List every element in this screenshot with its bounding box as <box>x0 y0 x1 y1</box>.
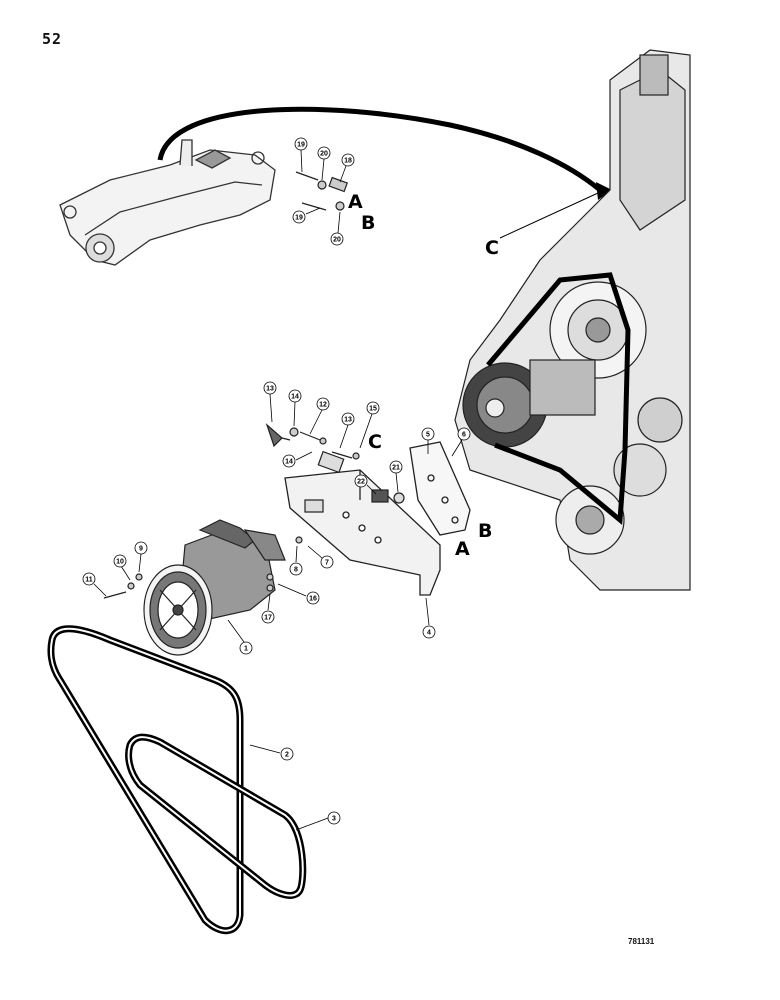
callout-4: 4 <box>427 630 431 637</box>
bracket-4 <box>284 469 441 596</box>
bracket-5 <box>409 441 471 536</box>
fasteners-12-15 <box>265 423 360 460</box>
spacers <box>304 450 405 513</box>
ref-letter-c-bracket: C <box>368 431 382 453</box>
engine-assembly <box>454 49 691 591</box>
callout-19b: 19 <box>295 215 303 222</box>
steering-pump <box>143 519 286 656</box>
callout-8: 8 <box>294 567 298 574</box>
callout-5: 5 <box>426 432 430 439</box>
callout-19a: 19 <box>297 142 305 149</box>
callout-12: 12 <box>319 402 327 409</box>
leader-c-engine <box>499 192 599 239</box>
ref-letter-b-bracket: B <box>478 520 492 542</box>
belt-3 <box>125 733 307 899</box>
ref-letter-c-engine: C <box>485 237 499 259</box>
callout-20a: 20 <box>320 151 328 158</box>
inset-fasteners <box>295 171 348 211</box>
callout-22: 22 <box>357 479 365 486</box>
page-number: 52 <box>42 30 63 48</box>
callout-6: 6 <box>462 432 466 439</box>
callout-1: 1 <box>244 646 248 653</box>
callout-10: 10 <box>116 559 124 566</box>
callout-17: 17 <box>264 615 272 622</box>
callout-14b: 14 <box>285 459 293 466</box>
callout-20b: 20 <box>333 237 341 244</box>
belt-2 <box>47 625 244 935</box>
callout-16: 16 <box>309 596 317 603</box>
callout-7: 7 <box>325 560 329 567</box>
callout-21: 21 <box>392 465 400 472</box>
callout-15: 15 <box>369 406 377 413</box>
pump-fasteners <box>103 536 303 599</box>
figure-id: 781131 <box>628 937 655 946</box>
relocation-arrow <box>157 106 612 200</box>
callout-14a: 14 <box>291 394 299 401</box>
ref-letter-a-inset: A <box>348 191 363 213</box>
callout-13a: 13 <box>266 386 274 393</box>
callout-18: 18 <box>344 158 352 165</box>
callout-3: 3 <box>332 816 336 823</box>
callout-11: 11 <box>85 577 93 584</box>
part-callouts: 1 2 3 4 5 6 7 8 9 10 <box>82 137 471 831</box>
callout-9: 9 <box>139 546 143 553</box>
callout-2: 2 <box>285 752 289 759</box>
inset-mount-casting <box>59 139 276 266</box>
callout-13b: 13 <box>344 417 352 424</box>
reference-letters: A B C C A B <box>348 191 599 560</box>
ref-letter-a-bracket: A <box>455 538 470 560</box>
ref-letter-b-inset: B <box>361 212 375 234</box>
